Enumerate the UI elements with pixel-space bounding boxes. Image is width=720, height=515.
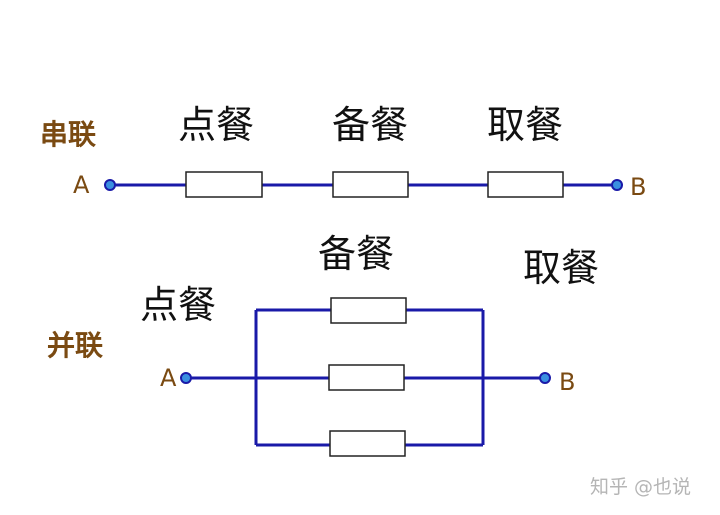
series-node-a-label: A (73, 171, 90, 199)
parallel-resistors (328, 297, 407, 457)
series-node-b-label: B (630, 173, 647, 201)
parallel-stage-order-label: 点餐 (140, 283, 217, 327)
series-stage-prepare-label: 备餐 (332, 103, 409, 147)
series-resistor-order (185, 171, 263, 198)
parallel-stage-pickup-label: 取餐 (523, 246, 600, 290)
series-node-b (611, 179, 623, 191)
series-resistor-pickup (487, 171, 564, 198)
watermark: 知乎 @也说 (590, 476, 692, 498)
series-label: 串联 (40, 118, 97, 151)
series-resistors (185, 171, 564, 198)
parallel-stage-prepare-label: 备餐 (318, 232, 395, 276)
parallel-resistor-middle (328, 364, 405, 391)
parallel-node-a-label: A (160, 364, 177, 392)
series-node-a (104, 179, 116, 191)
parallel-node-b (539, 372, 551, 384)
parallel-node-a (180, 372, 192, 384)
parallel-resistor-bottom (329, 430, 406, 457)
series-stage-pickup-label: 取餐 (487, 103, 564, 147)
parallel-wires (186, 308, 545, 447)
parallel-node-b-label: B (559, 368, 576, 396)
parallel-resistor-top (330, 297, 407, 324)
series-stage-order-label: 点餐 (178, 103, 255, 147)
series-resistor-prepare (332, 171, 409, 198)
parallel-label: 并联 (47, 329, 104, 362)
